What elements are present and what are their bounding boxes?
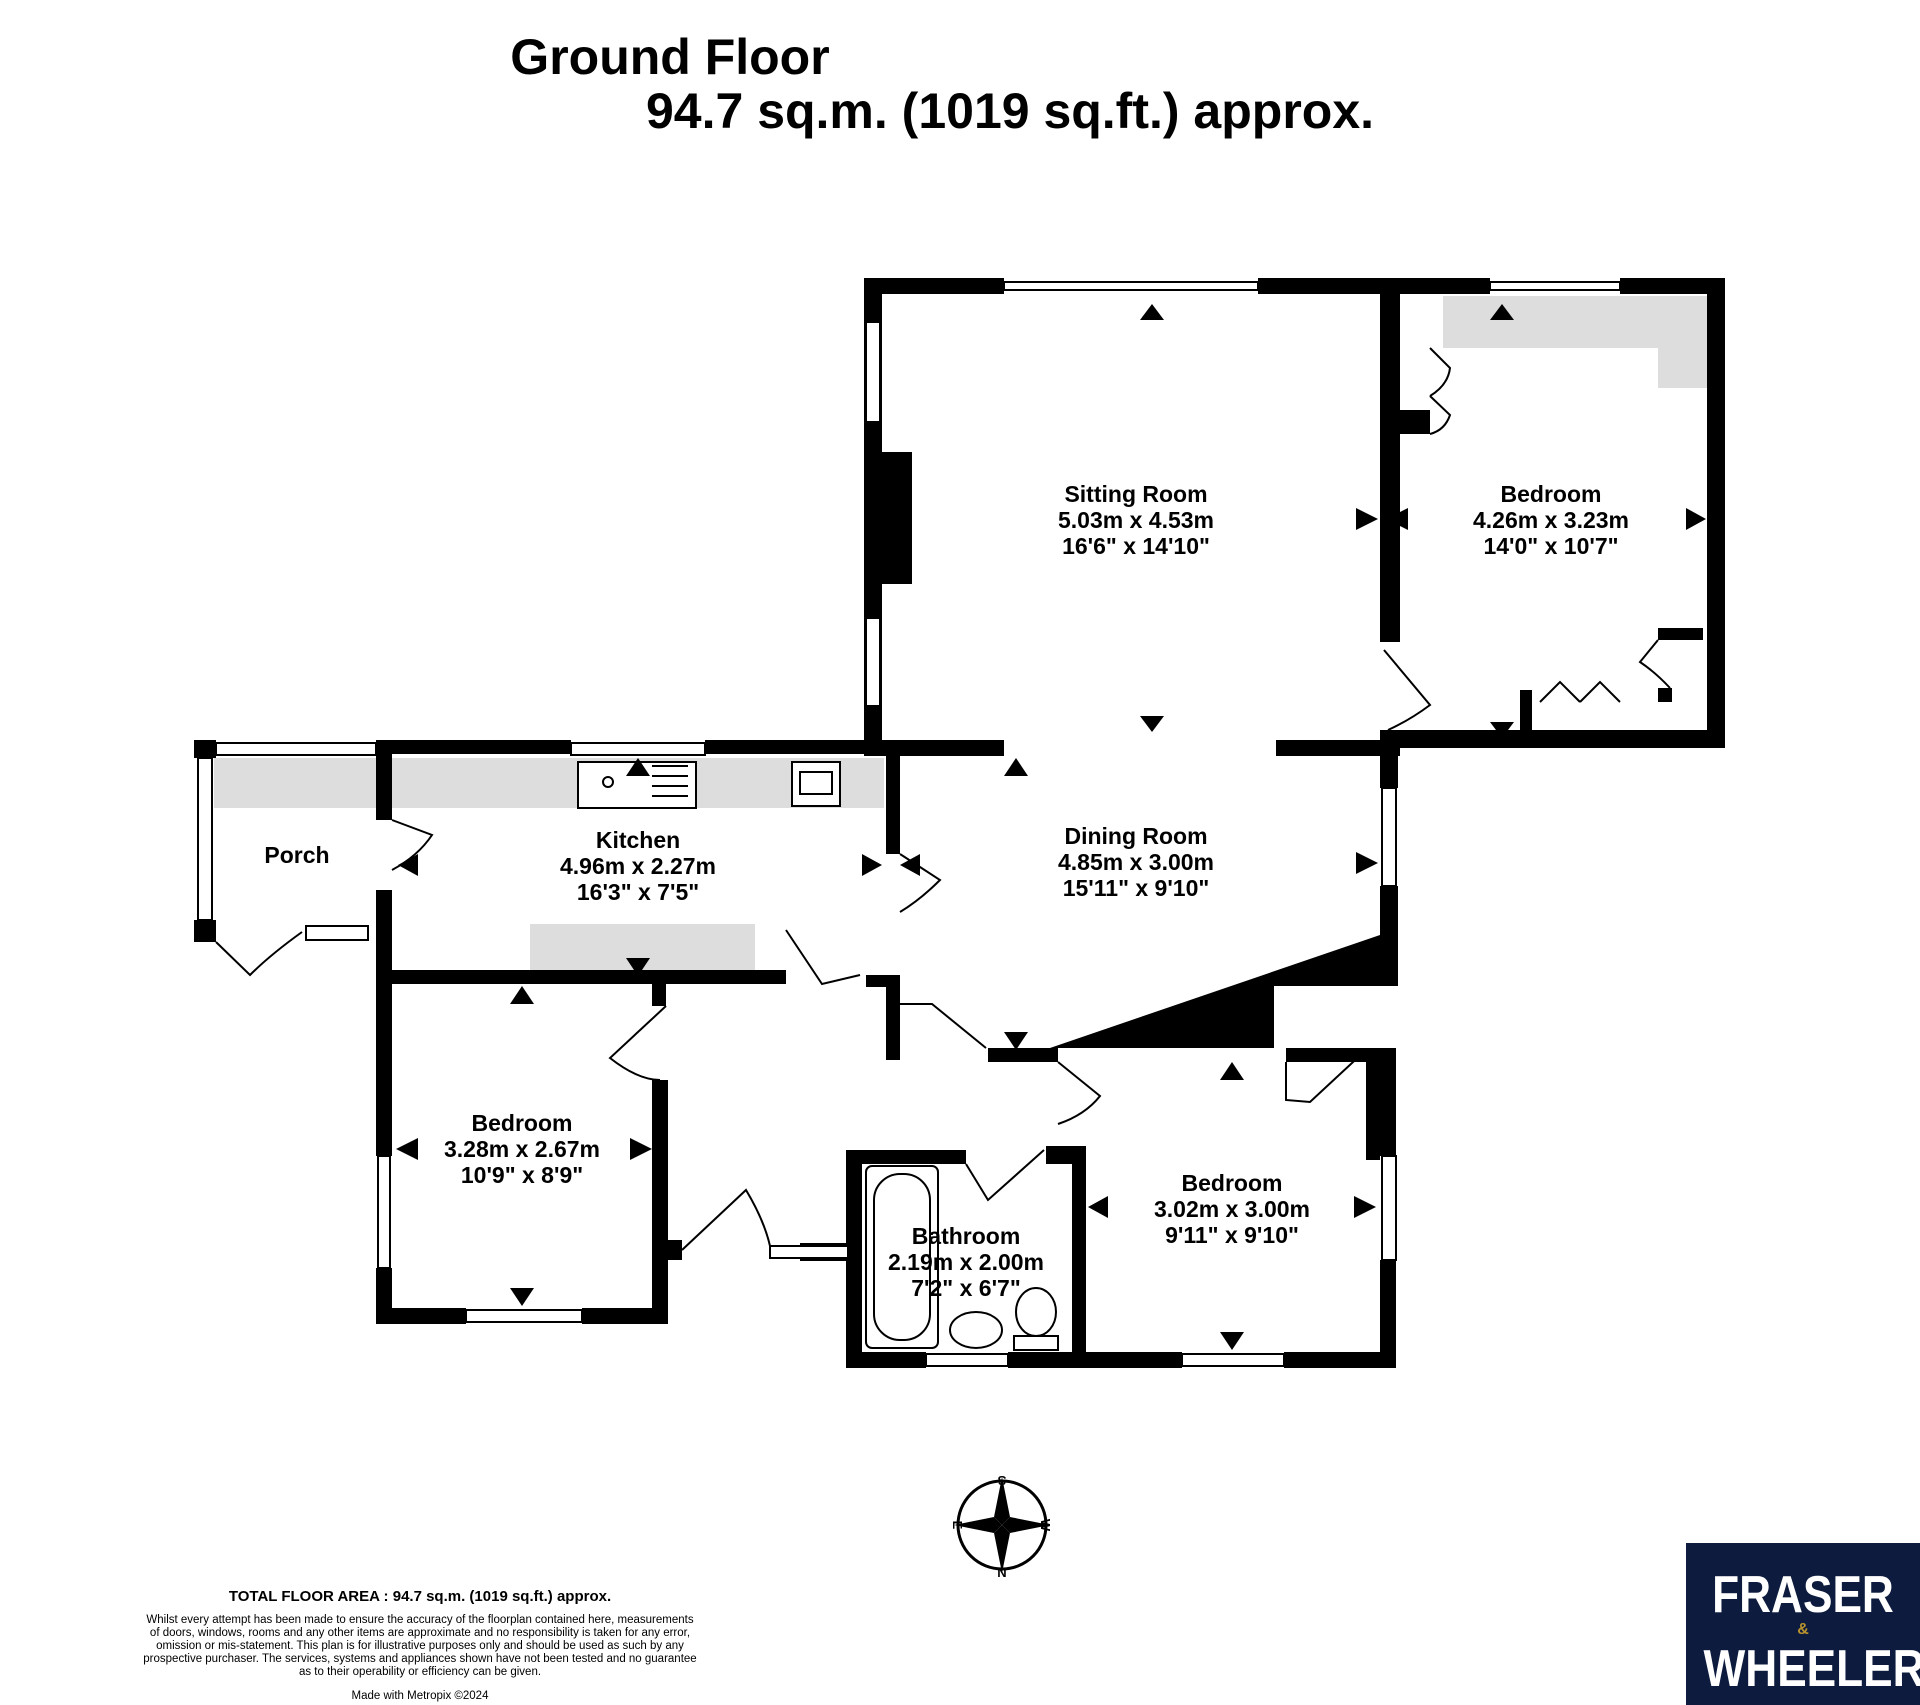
disclaimer-line: omission or mis-statement. This plan is … xyxy=(156,1640,684,1652)
room-name-bed2: Bedroom xyxy=(472,1110,573,1136)
windows xyxy=(197,281,1621,1367)
compass-e: E xyxy=(950,1521,965,1530)
total-floor-area: TOTAL FLOOR AREA : 94.7 sq.m. (1019 sq.f… xyxy=(228,1588,612,1605)
room-imperial-bath: 7'2" x 6'7" xyxy=(911,1275,1021,1301)
compass-n: N xyxy=(997,1565,1006,1580)
disclaimer: Whilst every attempt has been made to en… xyxy=(80,1614,760,1679)
room-labels: Sitting Room 5.03m x 4.53m 16'6" x 14'10… xyxy=(264,481,1629,1301)
room-metric-bed2: 3.28m x 2.67m xyxy=(444,1136,600,1162)
room-imperial-bed3: 9'11" x 9'10" xyxy=(1165,1222,1299,1248)
room-name-sitting: Sitting Room xyxy=(1064,481,1207,507)
room-imperial-bed2: 10'9" x 8'9" xyxy=(461,1162,583,1188)
disclaimer-line: Whilst every attempt has been made to en… xyxy=(146,1614,694,1626)
fitted-units xyxy=(214,296,1708,974)
floor-title: Ground Floor xyxy=(510,29,830,85)
doors xyxy=(215,347,1671,1251)
room-metric-bath: 2.19m x 2.00m xyxy=(888,1249,1044,1275)
walls xyxy=(194,278,1725,1368)
room-imperial-dining: 15'11" x 9'10" xyxy=(1063,875,1210,901)
fixtures xyxy=(577,761,1059,1351)
logo-line1: FRASER xyxy=(1712,1566,1894,1624)
floor-area: 94.7 sq.m. (1019 sq.ft.) approx. xyxy=(645,83,1375,139)
disclaimer-line: of doors, windows, rooms and any other i… xyxy=(149,1627,691,1639)
agent-logo: FRASER & WHEELER xyxy=(1686,1543,1920,1705)
disclaimer-line: prospective purchaser. The services, sys… xyxy=(143,1653,697,1665)
room-metric-kitchen: 4.96m x 2.27m xyxy=(560,853,716,879)
room-name-bed1: Bedroom xyxy=(1501,481,1602,507)
room-name-bath: Bathroom xyxy=(912,1223,1021,1249)
room-metric-sitting: 5.03m x 4.53m xyxy=(1058,507,1214,533)
compass-w: W xyxy=(1038,1519,1053,1532)
dimension-arrows xyxy=(396,304,1706,1350)
logo-ampersand: & xyxy=(1797,1621,1809,1638)
room-name-bed3: Bedroom xyxy=(1182,1170,1283,1196)
logo-line2: WHEELER xyxy=(1703,1640,1920,1698)
compass-icon: S N E W xyxy=(950,1473,1053,1580)
room-metric-bed3: 3.02m x 3.00m xyxy=(1154,1196,1310,1222)
room-imperial-kitchen: 16'3" x 7'5" xyxy=(577,879,699,905)
room-name-porch: Porch xyxy=(264,842,329,868)
room-imperial-sitting: 16'6" x 14'10" xyxy=(1062,533,1210,559)
room-metric-bed1: 4.26m x 3.23m xyxy=(1473,507,1629,533)
room-name-kitchen: Kitchen xyxy=(596,827,680,853)
room-name-dining: Dining Room xyxy=(1064,823,1207,849)
compass-s: S xyxy=(997,1473,1006,1488)
room-metric-dining: 4.85m x 3.00m xyxy=(1058,849,1214,875)
room-imperial-bed1: 14'0" x 10'7" xyxy=(1483,533,1618,559)
disclaimer-line: as to their operability or efficiency ca… xyxy=(298,1666,542,1678)
made-with: Made with Metropix ©2024 xyxy=(351,1690,489,1702)
